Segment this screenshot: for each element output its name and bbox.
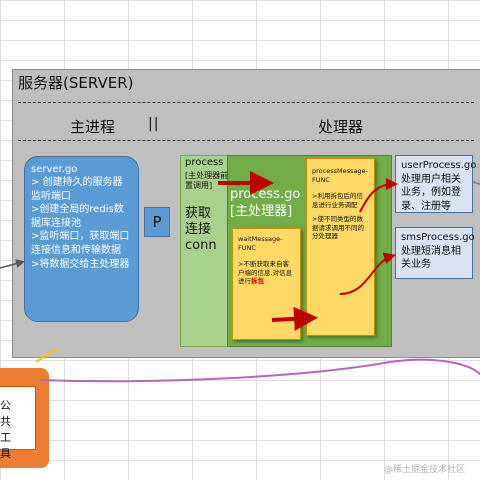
process-message-desc-1: >利用拆包后的信息进行业务调配: [312, 192, 363, 209]
arrow-to-user-process: [359, 178, 398, 213]
server-go-line: >将数据交给主处理器: [31, 258, 130, 270]
process-subtitle: [主处理器前置调用]: [185, 171, 229, 190]
watermark: @稀土掘金技术社区: [384, 465, 466, 475]
purple-curve-bottom: [39, 358, 480, 383]
server-go-line: >监听端口，获取端口连接信息和传输数据: [31, 231, 130, 256]
dashed-divider-top: [18, 102, 474, 103]
process-name: process: [185, 157, 224, 168]
wait-message-func-box: waitMessage-FUNC >不断获取来自客户端的信息,对信息进行拆包: [232, 228, 301, 340]
wait-message-func-name: waitMessage-FUNC: [238, 235, 283, 252]
processor-label: 处理器: [318, 118, 364, 136]
wait-message-desc-text: >不断获取来自客户端的信息,对信息进行: [238, 260, 293, 285]
process-message-func-box: processMessage-FUNC >利用拆包后的信息进行业务调配 >使不同…: [306, 158, 375, 336]
sms-process-box: smsProcess.go处理短消息相关业务: [395, 227, 475, 279]
process-message-func-name: processMessage-FUNC: [312, 167, 368, 184]
yellow-pointer-line: [35, 347, 59, 363]
column-separator: ||: [148, 116, 160, 132]
unpack-highlight: 拆包: [251, 277, 264, 285]
public-tools-inner-box: [0, 386, 36, 450]
purple-curve-right: [472, 181, 480, 185]
server-go-box: server.go > 创建持久的服务器监听端口 >创建全局的redis数据库连…: [24, 156, 139, 322]
client-connection-line: [0, 259, 25, 269]
user-process-box: userProcess.go处理用户相关业务，例如登录、注册等: [395, 155, 476, 213]
arrow-wait-to-process-message: [271, 306, 318, 331]
process-message-desc-2: >使不同类型的数据请求调用不同的分处理器: [312, 215, 364, 240]
p-box: P: [144, 207, 170, 237]
server-go-line: >创建全局的redis数据库连接池: [31, 204, 124, 229]
arrow-to-sms-process: [339, 252, 396, 295]
wait-message-func-desc: >不断获取来自客户端的信息,对信息进行拆包: [238, 260, 295, 286]
server-go-title: server.go: [31, 164, 78, 175]
server-go-line: > 创建持久的服务器监听端口: [31, 177, 123, 202]
main-process-label: 主进程: [70, 118, 116, 136]
dashed-divider-bottom: [18, 140, 474, 141]
public-tools-label: 公共工具: [0, 399, 11, 460]
server-title: 服务器(SERVER): [18, 74, 134, 92]
processgo-title-line2: [主处理器]: [230, 204, 293, 219]
get-connection-label: 获取连接conn: [185, 206, 217, 253]
